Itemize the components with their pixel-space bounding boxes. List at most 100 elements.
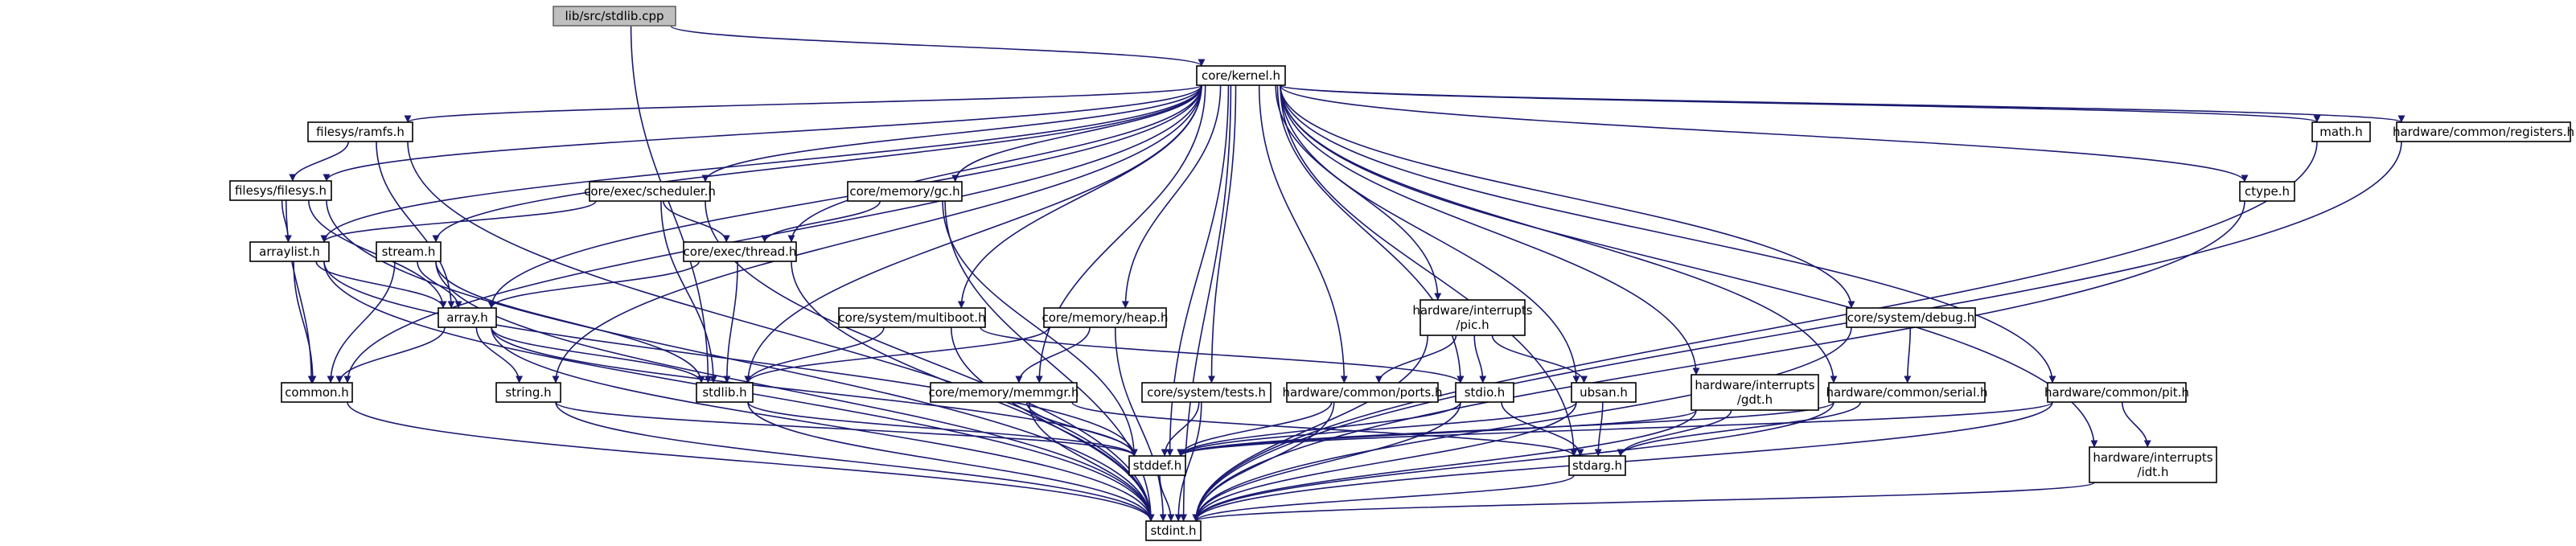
node-idt[interactable]: hardware/interrupts/idt.h: [2089, 446, 2217, 483]
edge-kernel-to-heap: [1121, 84, 1222, 309]
node-label: core/memory/gc.h: [849, 184, 959, 199]
node-kernel[interactable]: core/kernel.h: [1196, 65, 1286, 86]
node-ports[interactable]: hardware/common/ports.h: [1283, 382, 1443, 403]
node-box: [1043, 307, 1167, 328]
node-filesys[interactable]: filesys/filesys.h: [229, 180, 332, 201]
node-string[interactable]: string.h: [495, 382, 561, 403]
node-label: stdarg.h: [1572, 458, 1622, 473]
node-math[interactable]: math.h: [2311, 121, 2371, 142]
node-thread[interactable]: core/exec/thread.h: [683, 241, 797, 262]
node-gdt[interactable]: hardware/interrupts/gdt.h: [1691, 374, 1819, 411]
node-scheduler[interactable]: core/exec/scheduler.h: [584, 181, 716, 202]
edge-math-to-stdint: [1192, 141, 2318, 522]
edge-memmgr-to-stdint: [1028, 401, 1155, 522]
edge-pit-to-idt: [2121, 401, 2151, 448]
node-stream[interactable]: stream.h: [376, 241, 442, 262]
edge-string-to-stddef: [555, 401, 1138, 457]
node-label: /idt.h: [2138, 465, 2169, 479]
edge-gdt-to-stdint: [1192, 409, 1697, 522]
node-label: core/system/multiboot.h: [838, 310, 985, 325]
node-box: [1571, 382, 1637, 403]
edge-thread-to-array: [487, 261, 700, 309]
node-serial[interactable]: hardware/common/serial.h: [1826, 382, 1988, 403]
edge-kernel-to-string: [552, 84, 1202, 384]
edge-ubsan-to-stddef: [1177, 401, 1577, 457]
node-stddef[interactable]: stddef.h: [1128, 455, 1186, 476]
node-label: hardware/common/pit.h: [2044, 385, 2189, 400]
node-common[interactable]: common.h: [281, 382, 353, 403]
edge-stream-to-array: [417, 261, 462, 309]
edge-stdio-to-stdint: [1192, 401, 1461, 522]
edge-memmgr-to-stddef: [1025, 401, 1138, 457]
node-arraylist[interactable]: arraylist.h: [249, 241, 330, 262]
node-label: stream.h: [382, 244, 436, 259]
node-box: [1141, 382, 1272, 403]
node-box: [1128, 455, 1186, 476]
node-box: [307, 121, 413, 142]
node-registers[interactable]: hardware/common/registers.h: [2393, 121, 2574, 142]
node-ramfs[interactable]: filesys/ramfs.h: [307, 121, 413, 142]
node-label: stdio.h: [1465, 385, 1506, 400]
node-ubsan[interactable]: ubsan.h: [1571, 382, 1637, 403]
node-label: hardware/interrupts: [2093, 450, 2212, 465]
node-label: core/system/tests.h: [1147, 385, 1266, 400]
edge-registers-to-stdint: [1192, 141, 2402, 522]
node-label: stdint.h: [1150, 523, 1196, 538]
edge-kernel-to-gdt: [1280, 84, 1700, 376]
node-array[interactable]: array.h: [438, 307, 497, 328]
node-label: filesys/filesys.h: [235, 183, 327, 198]
node-stdint[interactable]: stdint.h: [1145, 520, 1202, 541]
node-label: ctype.h: [2245, 184, 2290, 199]
node-gc[interactable]: core/memory/gc.h: [847, 181, 963, 202]
edge-kernel-to-thread: [787, 84, 1202, 243]
edge-gc-to-thread: [761, 200, 881, 243]
edge-idt-to-stdint: [1192, 482, 2095, 522]
node-heap[interactable]: core/memory/heap.h: [1042, 307, 1169, 328]
edge-arraylist-to-stddef: [323, 261, 1138, 457]
edge-kernel-to-pit: [1280, 84, 2056, 384]
edge-serial-to-stdint: [1192, 401, 1834, 522]
edge-kernel-to-stdio: [1276, 84, 1465, 384]
edge-kernel-to-memmgr: [1035, 84, 1206, 384]
node-stdio[interactable]: stdio.h: [1455, 382, 1514, 403]
node-box: [1846, 307, 1976, 328]
node-box: [1196, 65, 1286, 86]
edge-common-to-stdint: [347, 401, 1155, 522]
node-box: [553, 6, 676, 27]
edge-pit-to-stddef: [1177, 401, 2053, 457]
edge-kernel-to-ports: [1258, 84, 1348, 384]
node-box: [589, 181, 711, 202]
node-box: [1455, 382, 1514, 403]
node-box: [847, 181, 963, 202]
node-label: filesys/ramfs.h: [316, 125, 405, 139]
node-label: stdlib.h: [702, 385, 746, 400]
node-box: [1828, 382, 1986, 403]
node-multiboot[interactable]: core/system/multiboot.h: [838, 307, 986, 328]
edge-arraylist-to-common: [293, 261, 317, 384]
edge-stdarg-to-stdint: [1192, 474, 1575, 522]
node-memmgr[interactable]: core/memory/memmgr.h: [929, 382, 1079, 403]
node-debug[interactable]: core/system/debug.h: [1846, 307, 1976, 328]
node-box: [1419, 299, 1526, 336]
node-box: [376, 241, 442, 262]
edge-multiboot-to-stdio: [980, 326, 1465, 384]
node-ctype[interactable]: ctype.h: [2239, 181, 2295, 202]
edge-pic-to-stdio: [1473, 335, 1487, 384]
edge-kernel-to-tests: [1207, 84, 1237, 384]
node-pic[interactable]: hardware/interrupts/pic.h: [1412, 299, 1533, 336]
node-label: hardware/common/ports.h: [1283, 385, 1443, 400]
node-label: arraylist.h: [259, 244, 320, 259]
node-tests[interactable]: core/system/tests.h: [1141, 382, 1272, 403]
node-pit[interactable]: hardware/common/pit.h: [2044, 382, 2189, 403]
node-box: [281, 382, 353, 403]
edge-ramfs-to-array: [376, 141, 455, 309]
node-stdlib-h[interactable]: stdlib.h: [696, 382, 754, 403]
edge-stdlib_h-to-stddef: [747, 401, 1138, 457]
node-label: /gdt.h: [1737, 392, 1773, 407]
node-box: [2089, 446, 2217, 483]
node-stdarg[interactable]: stdarg.h: [1568, 455, 1626, 476]
edge-ports-to-stddef: [1177, 401, 1333, 457]
edge-arraylist-to-array: [315, 261, 447, 309]
edge-kernel-to-ramfs: [404, 84, 1202, 123]
edge-debug-to-stdint: [1192, 326, 1852, 522]
